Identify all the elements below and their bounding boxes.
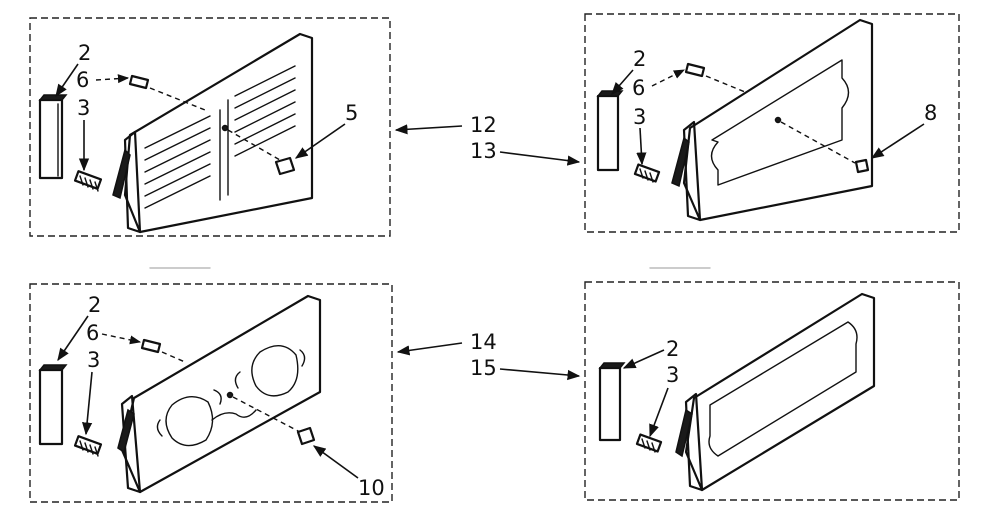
leader-3 (82, 371, 93, 436)
knob-part (854, 158, 870, 174)
recessed-plate-part (675, 292, 876, 492)
spring-part (633, 163, 661, 183)
leader-2 (611, 69, 634, 95)
end-cap-part (38, 94, 68, 180)
leader-13 (499, 151, 581, 166)
recessed-plate-part (671, 18, 874, 222)
callout-10: 10 (358, 476, 385, 500)
spring-part (73, 435, 103, 457)
spring-part (73, 170, 103, 192)
leader-2 (55, 63, 79, 98)
ornament-swirls (156, 345, 306, 447)
panel-frame-bottom-left (29, 283, 393, 503)
callout-2: 2 (78, 41, 91, 65)
leader-6 (651, 69, 686, 87)
leader-12 (394, 124, 463, 135)
callout-6: 6 (86, 321, 99, 345)
end-cap-part (598, 362, 626, 442)
assembly-number-15: 15 (470, 356, 497, 380)
callout-2: 2 (633, 47, 646, 71)
callout-3: 3 (666, 363, 679, 387)
leader-6 (101, 333, 142, 345)
callout-6: 6 (76, 68, 89, 92)
leader-3 (636, 127, 647, 166)
leader-2 (622, 349, 665, 369)
assembly-number-14: 14 (470, 330, 497, 354)
assembly-labels: 12 13 14 15 (394, 113, 581, 381)
knob-part (296, 426, 316, 446)
leader-10 (312, 445, 359, 479)
leader-2 (57, 315, 89, 362)
callout-8: 8 (924, 101, 937, 125)
decorative-plate-part (117, 294, 322, 494)
assembly-number-12: 12 (470, 113, 497, 137)
leader-3 (649, 387, 669, 438)
panel-bottom-right: 2 3 (584, 281, 960, 501)
panel-frame-top-right (584, 13, 960, 233)
callout-2: 2 (88, 293, 101, 317)
callout-3: 3 (87, 348, 100, 372)
louvered-grille-part (112, 32, 314, 234)
callout-5: 5 (345, 101, 358, 125)
panel-bottom-left: 2 6 3 10 (29, 283, 393, 503)
leader-5 (294, 123, 346, 159)
panel-top-right: 2 6 3 8 (584, 13, 960, 233)
panel-frame-bottom-right (584, 281, 960, 501)
callout-3: 3 (77, 96, 90, 120)
leader-15 (499, 368, 581, 381)
screw-part (128, 74, 206, 111)
screw-part (140, 338, 186, 363)
louver-slots (144, 65, 296, 209)
callout-2: 2 (666, 337, 679, 361)
leader-8 (870, 123, 925, 159)
callout-6: 6 (632, 76, 645, 100)
panel-frame-top-left (29, 17, 391, 237)
spring-part (635, 433, 663, 453)
leader-6 (95, 74, 130, 84)
end-cap-part (38, 364, 68, 446)
screw-part (684, 62, 746, 93)
assembly-number-13: 13 (470, 139, 497, 163)
knob-part (274, 156, 296, 176)
callout-3: 3 (633, 105, 646, 129)
end-cap-part (596, 90, 624, 172)
panel-top-left: 2 6 3 5 (29, 17, 391, 237)
leader-14 (396, 342, 463, 356)
